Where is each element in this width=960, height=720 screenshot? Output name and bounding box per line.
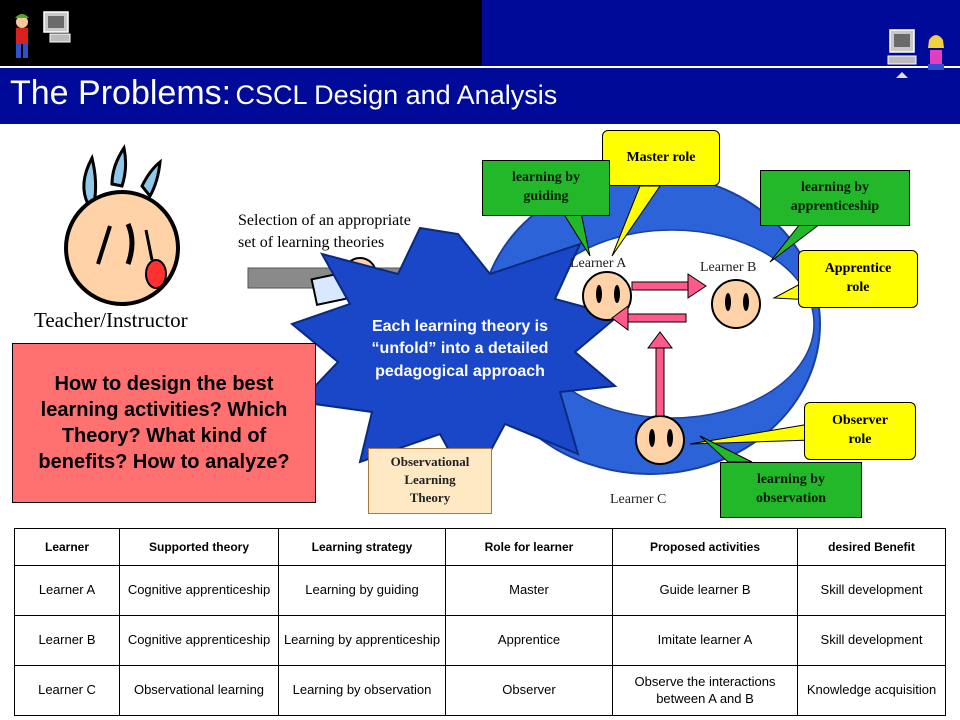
star-line2: “unfold” into a detailed — [371, 340, 549, 358]
diagram-canvas — [64, 144, 822, 492]
learner-roles-table: Learner Supported theory Learning strate… — [14, 528, 946, 716]
table-row: Learner C Observational learning Learnin… — [14, 665, 946, 716]
header-bar-left — [0, 0, 482, 66]
master-role-callout: Master role — [602, 130, 720, 186]
learning-by-observation-box: learning by observation — [720, 462, 862, 518]
header-learner: Learner — [14, 528, 120, 566]
header-learning-strategy: Learning strategy — [278, 528, 446, 566]
learner-c-face-icon — [635, 415, 685, 465]
table-cell: Learner A — [14, 565, 120, 616]
apprenticeship-line2: apprenticeship — [790, 199, 880, 214]
guiding-line1: learning by — [511, 170, 581, 186]
table-row: Learner A Cognitive apprenticeship Learn… — [14, 565, 946, 616]
observer-role-callout: Observer role — [804, 402, 916, 460]
title-bar — [0, 66, 960, 124]
table-cell: Master — [445, 565, 613, 616]
guiding-line2: guiding — [523, 189, 569, 204]
observational-theory-box: Observational Learning Theory — [368, 448, 492, 514]
apprenticeship-line1: learning by — [800, 180, 870, 196]
table-cell: Skill development — [797, 565, 946, 616]
slide-title: The Problems: CSCL Design and Analysis — [10, 74, 557, 113]
design-question-text: How to design the best learning activiti… — [38, 373, 290, 473]
arrow-a-to-b-icon — [631, 273, 707, 299]
table-cell: Cognitive apprenticeship — [119, 615, 279, 666]
theory-line2: Learning — [404, 472, 456, 488]
star-line1: Each learning theory is — [371, 318, 549, 335]
table-header-row: Learner Supported theory Learning strate… — [14, 528, 946, 566]
learner-a-face-icon — [582, 271, 632, 321]
table-cell: Observational learning — [119, 665, 279, 716]
header-role-for-learner: Role for learner — [445, 528, 613, 566]
selection-caption-line1: Selection of an appropriate — [238, 212, 411, 229]
star-line3: pedagogical approach — [375, 362, 545, 380]
table-row: Learner B Cognitive apprenticeship Learn… — [14, 615, 946, 666]
table-cell: Cognitive apprenticeship — [119, 565, 279, 616]
starburst-text: Each learning theory is “unfold” into a … — [330, 316, 590, 383]
table-cell: Learner C — [14, 665, 120, 716]
table-cell: Learning by guiding — [278, 565, 446, 616]
table-cell: Apprentice — [445, 615, 613, 666]
title-sub: CSCL Design and Analysis — [235, 80, 558, 110]
worried-teacher-face-icon — [64, 144, 180, 306]
table-cell: Imitate learner A — [612, 615, 798, 666]
table-cell: Skill development — [797, 615, 946, 666]
table-cell: Learning by apprenticeship — [278, 615, 446, 666]
observation-line1: learning by — [756, 472, 826, 488]
learning-by-guiding-box: learning by guiding — [482, 160, 610, 216]
table-cell: Guide learner B — [612, 565, 798, 616]
apprentice-role-callout: Apprentice role — [798, 250, 918, 308]
table-cell: Observer — [445, 665, 613, 716]
master-role-text: Master role — [626, 149, 696, 165]
teacher-label: Teacher/Instructor — [34, 308, 188, 332]
apprentice-role-line2: role — [846, 280, 870, 295]
theory-line1: Observational — [390, 454, 470, 469]
table-cell: Learning by observation — [278, 665, 446, 716]
observation-line2: observation — [756, 491, 826, 506]
learner-b-face-icon — [711, 279, 761, 329]
design-question-box: How to design the best learning activiti… — [12, 343, 316, 503]
observer-role-line2: role — [848, 432, 872, 447]
header-proposed-activities: Proposed activities — [612, 528, 798, 566]
title-main: The Problems: — [10, 74, 232, 112]
header-supported-theory: Supported theory — [119, 528, 279, 566]
header-bar-right — [482, 0, 960, 66]
table-cell: Observe the interactions between A and B — [612, 665, 798, 716]
table-cell: Learner B — [14, 615, 120, 666]
selection-caption: Selection of an appropriate set of learn… — [238, 210, 411, 254]
learner-c-label: Learner C — [610, 492, 667, 507]
table-cell: Knowledge acquisition — [797, 665, 946, 716]
arrow-c-to-center-icon — [647, 331, 673, 417]
computer-user-clipart-icon — [15, 11, 71, 58]
selection-caption-line2: set of learning theories — [238, 234, 385, 251]
computer-user-clipart-icon-2 — [887, 29, 944, 78]
theory-line3: Theory — [409, 490, 451, 506]
arrow-b-to-a-icon — [611, 305, 687, 331]
learner-b-label: Learner B — [700, 260, 757, 275]
learner-a-label: Learner A — [570, 256, 627, 271]
observer-role-line1: Observer — [832, 413, 888, 429]
learning-by-apprenticeship-box: learning by apprenticeship — [760, 170, 910, 226]
header-desired-benefit: desired Benefit — [797, 528, 946, 566]
apprentice-role-line1: Apprentice — [824, 261, 892, 277]
